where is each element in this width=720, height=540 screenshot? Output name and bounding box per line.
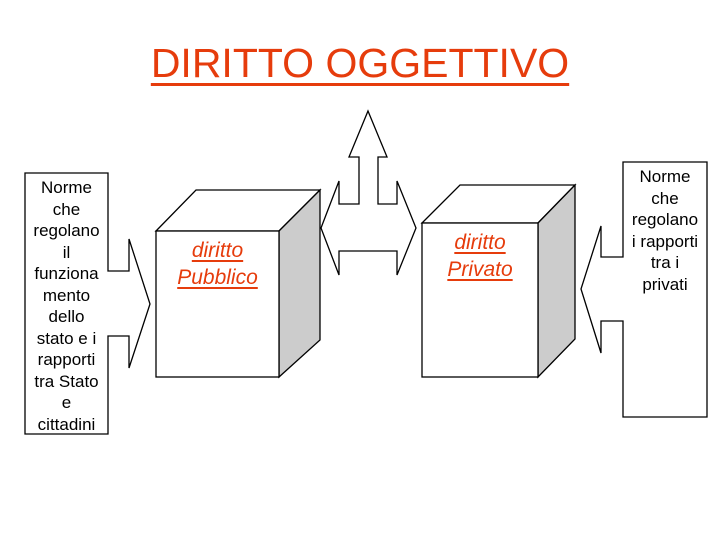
text-line: i rapporti [631,231,699,251]
text-line: stato e i [36,328,97,348]
text-line: mento [42,285,91,305]
text-line: privati [642,274,688,294]
right-callout-text: Norme che regolano i rapporti tra i priv… [623,166,707,295]
text-line: tra Stato [34,371,99,391]
text-line: dello [48,307,85,326]
cube-public-shape [154,188,322,379]
text-line: e [61,393,72,412]
text-line: che [651,188,679,208]
left-callout-shape [24,172,151,435]
left-right-up-arrow-shape [320,109,417,276]
text-line: rapporti [37,350,96,369]
text-line: Norme [639,167,691,186]
cube-private-shape [420,183,577,379]
text-line: funziona [34,264,99,283]
text-line: cittadini [37,414,96,434]
label-line: Pubblico [177,266,258,289]
text-line: che [52,199,81,219]
text-line: Norme [40,178,92,197]
label-line: diritto [454,231,506,254]
text-line: tra i [650,253,680,272]
cube-private-label: diritto Privato [422,229,538,283]
label-line: diritto [191,239,244,262]
right-callout-shape [580,161,708,418]
left-callout-text: Norme che regolano il funziona mento del… [25,177,108,435]
diagram-title: DIRITTO OGGETTIVO [150,40,570,86]
text-line: il [62,242,71,262]
cube-public-label: diritto Pubblico [156,237,279,291]
text-line: regolano [631,210,699,229]
text-line: regolano [33,221,100,240]
label-line: Privato [447,258,513,281]
